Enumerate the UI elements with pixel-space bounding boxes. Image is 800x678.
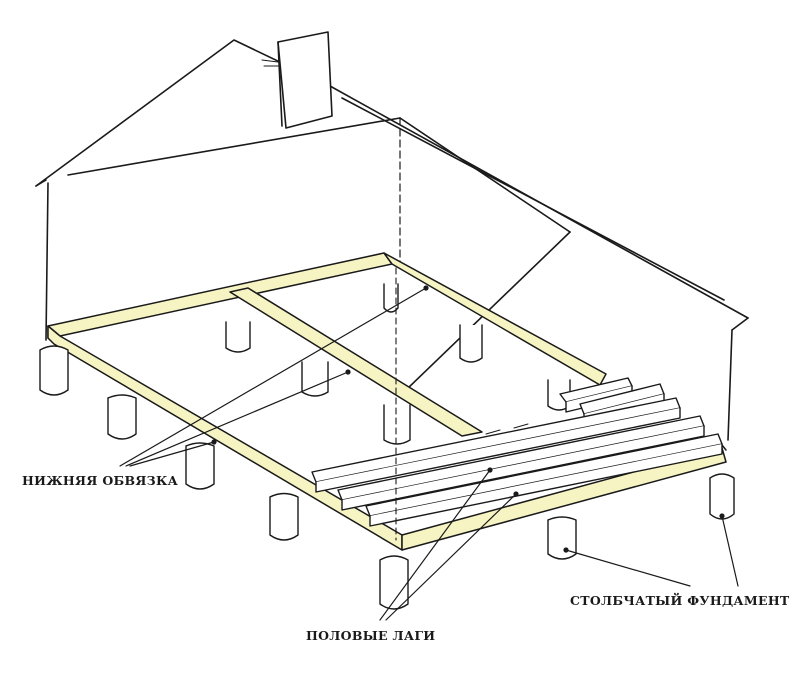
- joist: [369, 443, 723, 527]
- left-wall-line: [45, 182, 49, 341]
- rear-gable-left-line: [67, 117, 401, 176]
- sill-beam-back: [47, 252, 393, 337]
- rear-gable-right-line: [399, 117, 571, 233]
- pile: [225, 321, 251, 353]
- roof-slope-line: [341, 97, 725, 301]
- leader-joist-2: [385, 493, 517, 621]
- sill-beam-right: [383, 252, 607, 386]
- label-pile-foundation: СТОЛБЧАТЫЙ ФУНДАМЕНТ: [570, 593, 790, 608]
- pile: [301, 361, 329, 397]
- pile: [379, 555, 409, 610]
- left-eave-line: [35, 179, 47, 187]
- leader-sill-3: [129, 441, 215, 467]
- joist: [341, 425, 705, 511]
- floor-joists: [311, 377, 723, 527]
- right-wall-line: [727, 329, 733, 441]
- right-eave-line: [731, 317, 749, 331]
- pile: [39, 345, 69, 396]
- leader-sill-1: [119, 287, 427, 467]
- pile: [107, 394, 137, 440]
- leader-lines: [119, 285, 739, 621]
- sill-beam-front: [401, 447, 727, 551]
- label-floor-joists: ПОЛОВЫЕ ЛАГИ: [306, 628, 436, 643]
- joist: [315, 407, 681, 493]
- leader-sill-2: [125, 371, 349, 467]
- pile: [185, 442, 215, 490]
- pile-foundation-front: [39, 345, 735, 610]
- chimney: [261, 31, 333, 129]
- leader-pile-1: [565, 549, 691, 587]
- pile: [269, 492, 299, 541]
- pile-foundation-rear: [225, 283, 571, 445]
- bottom-sill-frame: [47, 252, 727, 551]
- label-bottom-sill: НИЖНЯЯ ОБВЯЗКА: [22, 473, 179, 488]
- pile: [383, 283, 399, 313]
- leader-joist-1: [379, 469, 491, 621]
- pile: [383, 404, 411, 445]
- leader-pile-2: [721, 515, 739, 587]
- pile: [547, 516, 577, 560]
- pile: [459, 324, 483, 363]
- sill-beam-middle: [229, 287, 483, 437]
- pile: [709, 473, 735, 520]
